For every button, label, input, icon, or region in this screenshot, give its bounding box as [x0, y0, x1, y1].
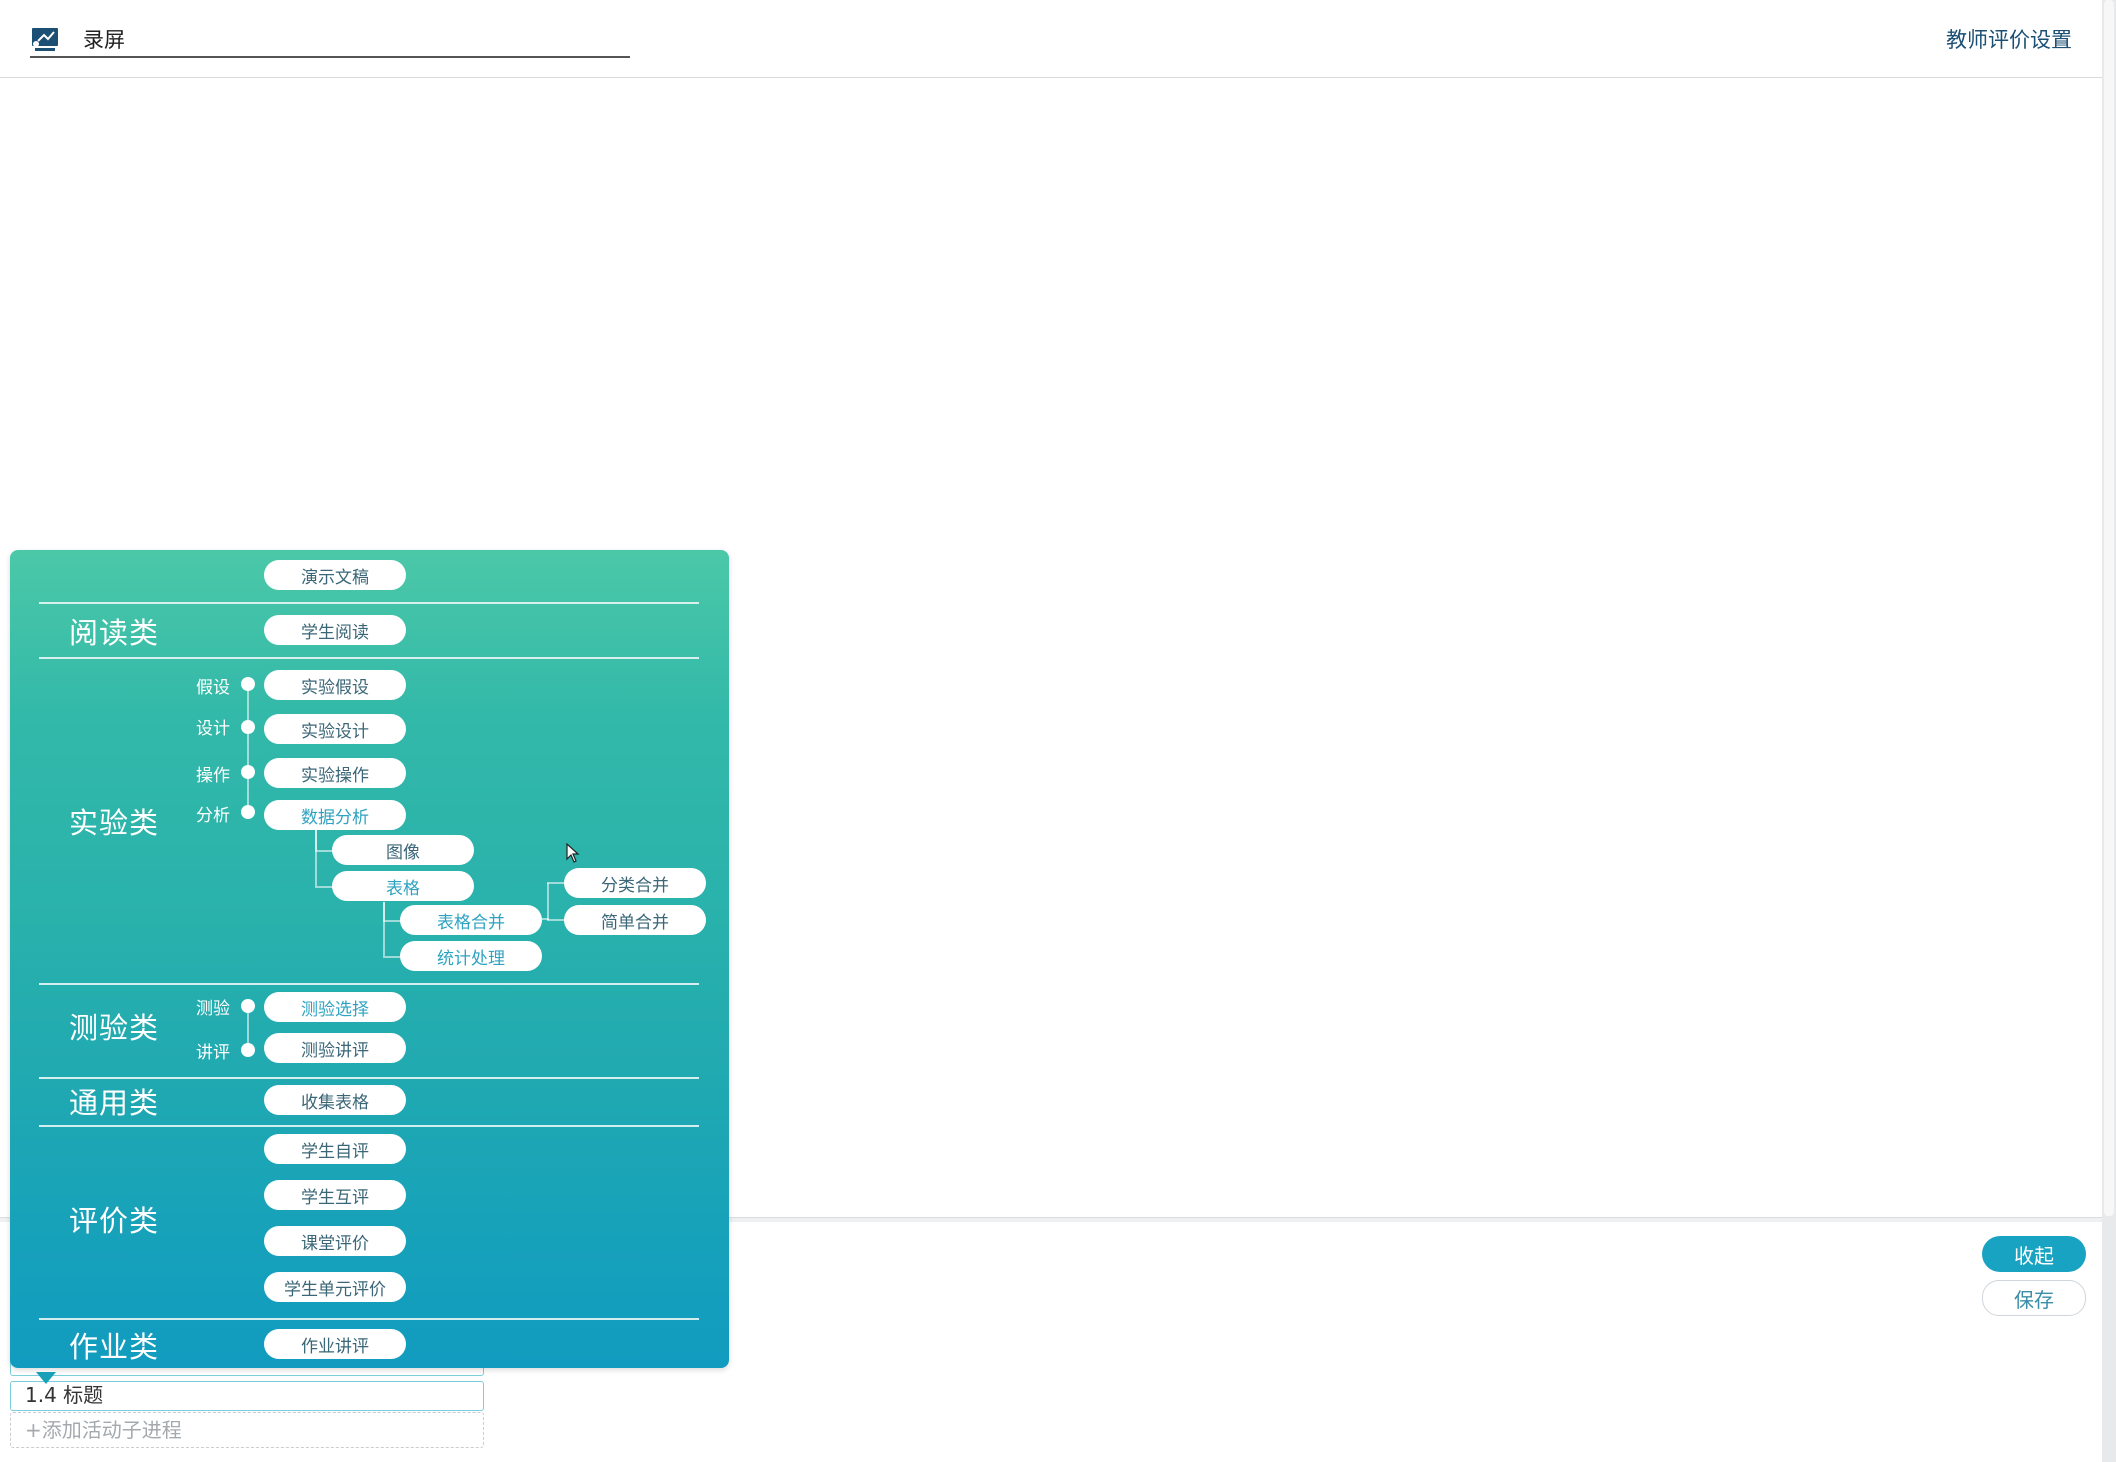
divider [39, 657, 699, 659]
pill-presentation[interactable]: 演示文稿 [264, 560, 406, 590]
scrollbar-thumb[interactable] [2104, 0, 2114, 1216]
popup-pointer [36, 1372, 56, 1384]
divider [39, 983, 699, 985]
step-label-analysis: 分析 [196, 806, 230, 826]
pill-table[interactable]: 表格 [332, 871, 474, 901]
subprocess-item-1-4[interactable]: 1.4 标题 [10, 1381, 484, 1411]
timeline-line [247, 685, 249, 812]
pill-self-evaluation[interactable]: 学生自评 [264, 1134, 406, 1164]
pill-image[interactable]: 图像 [332, 835, 474, 865]
divider [39, 602, 699, 604]
tree-connector [383, 902, 403, 958]
step-label-operation: 操作 [196, 766, 230, 786]
pill-table-merge[interactable]: 表格合并 [400, 905, 542, 935]
step-label-quiz: 测验 [196, 999, 230, 1019]
step-dot [241, 1043, 255, 1057]
pill-collect-form[interactable]: 收集表格 [264, 1085, 406, 1115]
add-subprocess-button[interactable]: +添加活动子进程 [10, 1412, 484, 1448]
pill-quiz-review[interactable]: 测验讲评 [264, 1033, 406, 1063]
divider [39, 1077, 699, 1079]
page-title: 录屏 [83, 28, 125, 52]
pill-homework-review[interactable]: 作业讲评 [264, 1329, 406, 1359]
pill-simple-merge[interactable]: 简单合并 [564, 905, 706, 935]
pill-peer-evaluation[interactable]: 学生互评 [264, 1180, 406, 1210]
tree-connector [542, 918, 549, 920]
tree-connector [547, 883, 549, 920]
teacher-evaluation-settings-link[interactable]: 教师评价设置 [1946, 28, 2072, 52]
step-dot [241, 720, 255, 734]
tree-connector [547, 882, 565, 884]
timeline-line [247, 1006, 249, 1050]
tree-connector [547, 919, 565, 921]
divider [39, 1318, 699, 1320]
step-dot [241, 999, 255, 1013]
screen-record-icon [32, 28, 58, 51]
collapse-button[interactable]: 收起 [1982, 1236, 2086, 1272]
pill-quiz-select[interactable]: 测验选择 [264, 992, 406, 1022]
pill-student-reading[interactable]: 学生阅读 [264, 615, 406, 645]
pill-data-analysis[interactable]: 数据分析 [264, 800, 406, 830]
step-label-review: 讲评 [196, 1043, 230, 1063]
pill-class-evaluation[interactable]: 课堂评价 [264, 1226, 406, 1256]
pill-experiment-design[interactable]: 实验设计 [264, 714, 406, 744]
pill-unit-evaluation[interactable]: 学生单元评价 [264, 1272, 406, 1302]
category-general: 通用类 [69, 1086, 160, 1120]
pill-experiment-hypothesis[interactable]: 实验假设 [264, 670, 406, 700]
title-field[interactable]: 录屏 [30, 18, 630, 58]
app-header: 录屏 教师评价设置 [0, 0, 2102, 78]
step-dot [241, 677, 255, 691]
category-quiz: 测验类 [69, 1011, 160, 1045]
category-reading: 阅读类 [69, 616, 160, 650]
tree-connector [315, 830, 335, 888]
step-dot [241, 805, 255, 819]
step-dot [241, 765, 255, 779]
step-label-design: 设计 [196, 719, 230, 739]
mouse-cursor-icon [566, 843, 580, 863]
activity-type-panel: 演示文稿 阅读类 学生阅读 实验类 假设 实验假设 设计 实验设计 操作 实验操… [10, 550, 729, 1368]
step-label-hypothesis: 假设 [196, 678, 230, 698]
category-experiment: 实验类 [69, 806, 160, 840]
pill-experiment-operation[interactable]: 实验操作 [264, 758, 406, 788]
divider [39, 1125, 699, 1127]
save-button[interactable]: 保存 [1982, 1280, 2086, 1316]
pill-category-merge[interactable]: 分类合并 [564, 868, 706, 898]
category-homework: 作业类 [69, 1330, 160, 1364]
category-evaluation: 评价类 [69, 1204, 160, 1238]
pill-statistics[interactable]: 统计处理 [400, 941, 542, 971]
